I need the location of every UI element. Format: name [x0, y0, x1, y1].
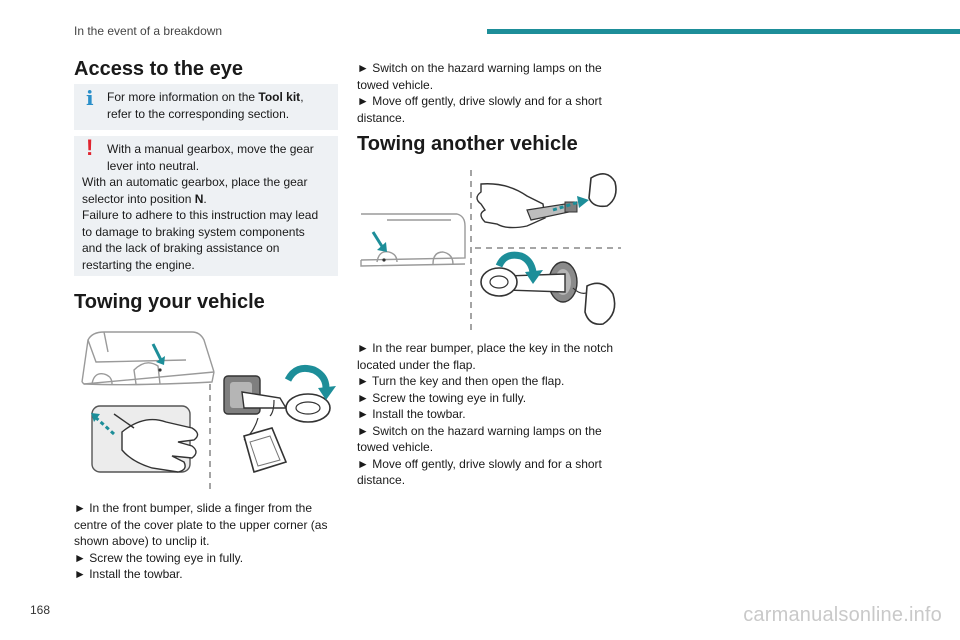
step-line: ► Move off gently, drive slowly and for … [357, 456, 602, 471]
header-accent-bar [487, 29, 960, 34]
step-line: ► Switch on the hazard warning lamps on … [357, 61, 602, 75]
section-title-access-eye: Access to the eye [74, 58, 243, 80]
step-line: ► Switch on the hazard warning lamps on … [357, 423, 602, 438]
rotate-arrow-icon [495, 251, 537, 273]
warning-note-line-5: Failure to adhere to this instruction ma… [82, 208, 319, 222]
arrow-diagonal-icon [92, 414, 116, 436]
warning-icon: ! [86, 135, 94, 160]
flap-open-icon [584, 282, 616, 326]
warning-note-line-6: to damage to braking system components [82, 224, 305, 239]
page-number: 168 [30, 603, 51, 617]
rear-towing-illustration [357, 164, 621, 334]
step-line: distance. [357, 473, 406, 487]
warning-note-line-4: selector into position N. [82, 191, 207, 206]
step-line: ► In the front bumper, slide a finger fr… [74, 501, 312, 515]
info-note: i For more information on the Tool kit, … [74, 84, 338, 130]
section-title-towing-another-vehicle: Towing another vehicle [357, 133, 578, 155]
front-towing-illustration [74, 322, 338, 492]
step-line: ► Move off gently, drive slowly and for … [357, 94, 602, 108]
step-line: ► Install the towbar. [357, 407, 466, 421]
warning-note: ! With a manual gearbox, move the gear l… [74, 136, 338, 276]
arrow-right-icon [552, 200, 580, 212]
hand-with-key-icon [476, 183, 578, 229]
watermark: carmanualsonline.info [743, 604, 942, 626]
step-line: ► Install the towbar. [74, 567, 183, 581]
step-line: ► Turn the key and then open the flap. [357, 374, 565, 388]
info-note-line-1: For more information on the Tool kit, [107, 90, 304, 104]
warning-note-line-8: restarting the engine. [82, 257, 195, 272]
step-line: centre of the cover plate to the upper c… [74, 517, 328, 532]
section-header: In the event of a breakdown [74, 24, 223, 38]
rotate-arrow-icon [284, 364, 330, 389]
step-line: ► Screw the towing eye in fully. [74, 550, 244, 565]
towing-eye-rear-icon [480, 261, 578, 303]
step-line: towed vehicle. [357, 440, 434, 454]
warning-note-line-7: and the lack of braking assistance on [82, 241, 280, 255]
flap-icon [588, 173, 617, 208]
warning-note-line-2: lever into neutral. [107, 158, 200, 173]
arrow-down-icon [371, 231, 385, 249]
towing-eye-front-icon [223, 375, 331, 423]
step-line: located under the flap. [357, 357, 476, 372]
warning-note-line-3: With an automatic gearbox, place the gea… [82, 175, 308, 189]
step-line: ► In the rear bumper, place the key in t… [357, 341, 614, 355]
arrow-down-icon [151, 343, 163, 361]
step-line: shown above) to unclip it. [74, 534, 210, 548]
info-icon: i [86, 86, 94, 110]
step-line: towed vehicle. [357, 77, 434, 92]
info-note-line-2: refer to the corresponding section. [107, 106, 290, 121]
cover-plate-icon [243, 417, 288, 474]
section-title-towing-your-vehicle: Towing your vehicle [74, 291, 265, 313]
warning-note-line-1: With a manual gearbox, move the gear [107, 142, 314, 156]
van-front-outline-icon [81, 331, 215, 386]
step-line: distance. [357, 110, 406, 125]
hand-on-cover-plate-icon [91, 405, 199, 473]
step-line: ► Screw the towing eye in fully. [357, 390, 527, 405]
towing-your-vehicle-steps: ► In the front bumper, slide a finger fr… [74, 500, 327, 583]
van-rear-outline-icon [360, 213, 466, 267]
column2-top-steps: ► Switch on the hazard warning lamps on … [357, 60, 602, 126]
towing-another-vehicle-steps: ► In the rear bumper, place the key in t… [357, 340, 613, 489]
